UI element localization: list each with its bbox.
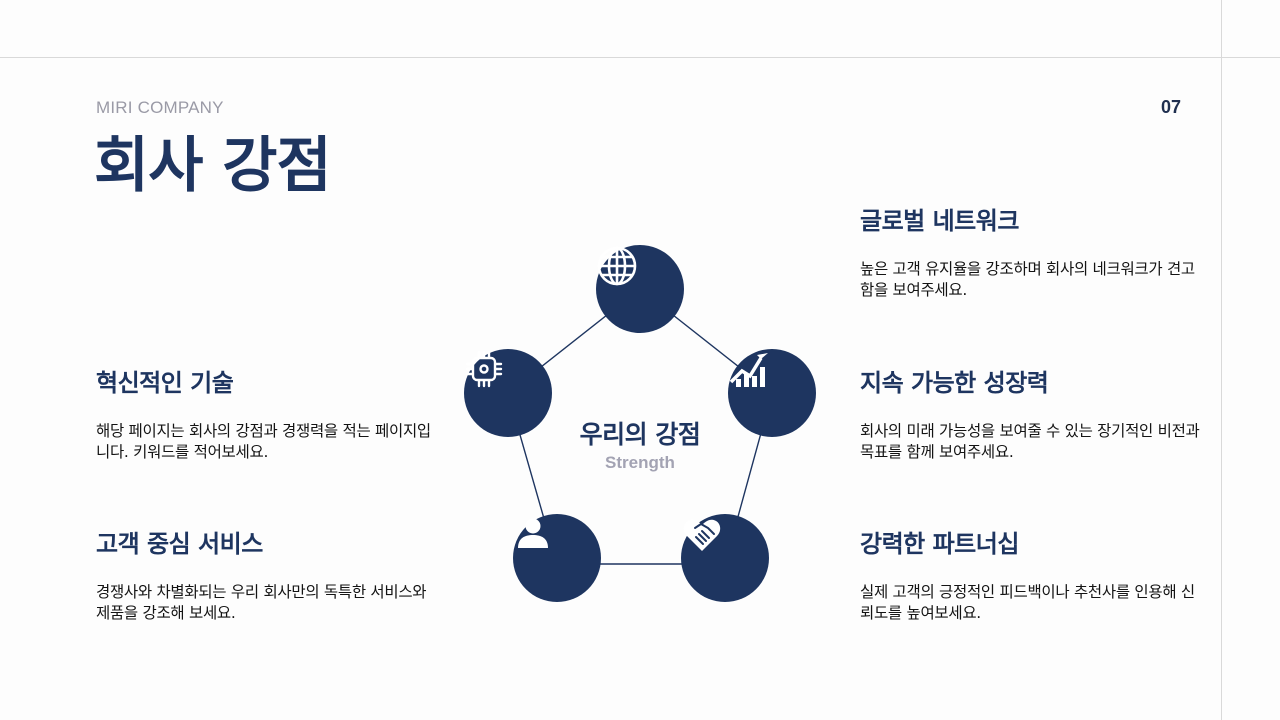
diagram-center-title: 우리의 강점 xyxy=(579,420,701,449)
strength-title: 혁신적인 기술 xyxy=(96,369,234,397)
heart-handshake-icon xyxy=(683,519,721,551)
strength-description: 해당 페이지는 회사의 강점과 경쟁력을 적는 페이지입니다. 키워드를 적어보… xyxy=(96,422,431,461)
strength-sustainable-growth: 지속 가능한 성장력 회사의 미래 가능성을 보여줄 수 있는 장기적인 비전과… xyxy=(860,367,1200,463)
company-name: MIRI COMPANY xyxy=(96,98,224,117)
right-divider xyxy=(1221,0,1222,720)
diagram-center-subtitle: Strength xyxy=(605,453,675,472)
strength-innovative-tech: 혁신적인 기술 해당 페이지는 회사의 강점과 경쟁력을 적는 페이지입니다. … xyxy=(96,367,436,463)
node-global xyxy=(596,245,684,333)
page-number: 07 xyxy=(1161,97,1182,117)
node-technology xyxy=(464,349,552,437)
strength-title: 고객 중심 서비스 xyxy=(96,530,263,558)
node-customer xyxy=(513,514,601,602)
strength-description: 회사의 미래 가능성을 보여줄 수 있는 장기적인 비전과 목표를 함께 보여주… xyxy=(860,422,1200,461)
page-title: 회사 강점 xyxy=(94,131,332,201)
strength-title: 강력한 파트너십 xyxy=(860,530,1019,558)
chart-growth-icon xyxy=(729,353,768,387)
strength-title: 글로벌 네트워크 xyxy=(860,207,1019,235)
strength-description: 높은 고객 유지율을 강조하며 회사의 네크워크가 견고함을 보여주세요. xyxy=(860,260,1195,299)
globe-icon xyxy=(597,246,637,286)
strength-global-network: 글로벌 네트워크 높은 고객 유지율을 강조하며 회사의 네크워크가 견고함을 … xyxy=(860,205,1200,301)
strength-customer-service: 고객 중심 서비스 경쟁사와 차별화되는 우리 회사만의 독특한 서비스와 제품… xyxy=(96,528,436,624)
header-divider xyxy=(0,57,1280,58)
strength-description: 실제 고객의 긍정적인 피드백이나 추천사를 인용해 신뢰도를 높여보세요. xyxy=(860,583,1195,622)
strength-partnership: 강력한 파트너십 실제 고객의 긍정적인 피드백이나 추천사를 인용해 신뢰도를… xyxy=(860,528,1200,624)
node-growth xyxy=(728,349,816,437)
user-icon xyxy=(518,518,548,548)
chip-icon xyxy=(465,350,503,388)
strength-description: 경쟁사와 차별화되는 우리 회사만의 독특한 서비스와 제품을 강조해 보세요. xyxy=(96,583,427,622)
node-partnership xyxy=(681,514,769,602)
strength-title: 지속 가능한 성장력 xyxy=(860,369,1049,397)
